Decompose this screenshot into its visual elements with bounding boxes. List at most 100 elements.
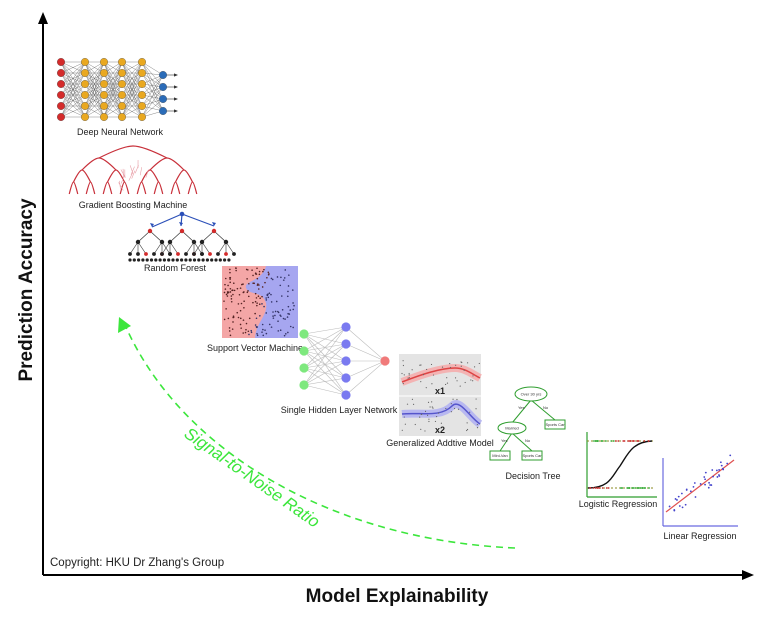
gbm-branch (72, 169, 83, 183)
linreg-point (719, 461, 722, 464)
dnn-edge (141, 94, 164, 112)
gam-point (430, 363, 433, 366)
dnn-node (100, 102, 108, 110)
rf-node (179, 228, 185, 234)
logreg-point-bottom (634, 487, 637, 489)
gbm-branch (141, 181, 147, 195)
dnn-edge (103, 83, 123, 118)
linreg-point (693, 482, 696, 484)
svm-point (272, 317, 275, 319)
svm-point (288, 274, 290, 276)
dnn-illustration (57, 58, 178, 121)
gam-point (428, 420, 430, 423)
gbm-branch (192, 181, 198, 195)
rf-base-leaf (149, 258, 154, 262)
svm-point (281, 308, 284, 311)
dnn-node (138, 58, 146, 66)
dt-leaf-sportscar-left (521, 450, 543, 461)
gam-point (449, 362, 451, 365)
svm-point (272, 315, 274, 317)
linreg-point (721, 467, 724, 470)
gam-point (428, 418, 430, 420)
linreg-point (720, 464, 723, 467)
gam-point (476, 423, 478, 426)
gam-label: Generalized Addtive Model (386, 438, 494, 448)
svm-point (261, 286, 264, 288)
svm-point (239, 309, 242, 312)
logreg-point-bottom (605, 487, 608, 489)
rf-leaf (176, 252, 180, 256)
linreg-fit-line (665, 459, 735, 513)
gbm-branch (73, 181, 79, 195)
snr-arrow (118, 317, 516, 549)
svm-point (236, 287, 239, 290)
gam-point (444, 383, 447, 386)
shln-hidden-node (341, 373, 351, 383)
dnn-edge (141, 74, 164, 107)
dnn-node (159, 71, 167, 79)
gam-point (434, 420, 437, 423)
svm-point (254, 312, 256, 315)
rf-edge (193, 241, 203, 255)
dnn-node (100, 58, 108, 66)
gam-point (403, 416, 405, 418)
svm-point (262, 334, 265, 337)
svm-point (232, 282, 235, 285)
rf-base-leaf (192, 258, 197, 262)
gam-point (411, 398, 414, 401)
gam-point (403, 374, 405, 376)
dnn-edge (103, 61, 123, 107)
svm-point (265, 297, 267, 299)
dt-leaf-sportscar-right (544, 419, 566, 430)
snr-arrow-path (124, 324, 516, 549)
gam-point (402, 364, 405, 367)
gbm-branch (174, 169, 185, 183)
rf-arrowhead (179, 222, 183, 226)
gam-x1-label: x1 (435, 386, 445, 396)
linreg-point (673, 509, 676, 512)
svm-point (237, 316, 240, 319)
svm-point (239, 317, 242, 320)
linreg-point (718, 474, 720, 476)
gam-point (469, 411, 471, 413)
dt-edge-married-sportscar (511, 432, 533, 452)
shln-input-node (299, 329, 309, 339)
dnn-edge (60, 72, 86, 118)
svm-point (284, 269, 287, 271)
linreg-point (685, 489, 688, 491)
svm-point (282, 317, 285, 320)
dnn-edge (141, 72, 164, 88)
rf-base-leaf (158, 258, 162, 262)
svm-point (280, 276, 282, 279)
rf-edge (185, 241, 195, 255)
gbm-faint-branch (122, 168, 124, 177)
svm-point (229, 281, 232, 284)
gbm-branch (115, 169, 126, 183)
gam-point (457, 408, 460, 410)
svm-point (224, 277, 227, 280)
linreg-point (711, 469, 714, 471)
logreg-point-top (612, 440, 615, 442)
gbm-branch (68, 181, 74, 195)
logreg-point-top (623, 440, 626, 442)
gbm-branch (183, 169, 194, 183)
gam-point (453, 407, 456, 410)
shln-edge (345, 326, 386, 362)
svm-point (265, 299, 268, 301)
dnn-edge (121, 94, 143, 118)
gbm-branch (170, 181, 176, 195)
linreg-point (676, 499, 678, 501)
rf-base-leaf (223, 258, 227, 262)
dnn-node (138, 80, 146, 88)
logreg-point-bottom (648, 487, 650, 489)
gam-point (466, 422, 468, 424)
gbm-branch (81, 169, 92, 183)
rf-base-leaf (197, 258, 201, 262)
y-axis-arrowhead (38, 12, 48, 24)
rf-leaf (200, 252, 204, 256)
dnn-node (118, 102, 126, 110)
rf-node (223, 239, 229, 245)
svm-point (246, 291, 249, 294)
dnn-node (138, 102, 146, 110)
svm-point (270, 301, 273, 303)
